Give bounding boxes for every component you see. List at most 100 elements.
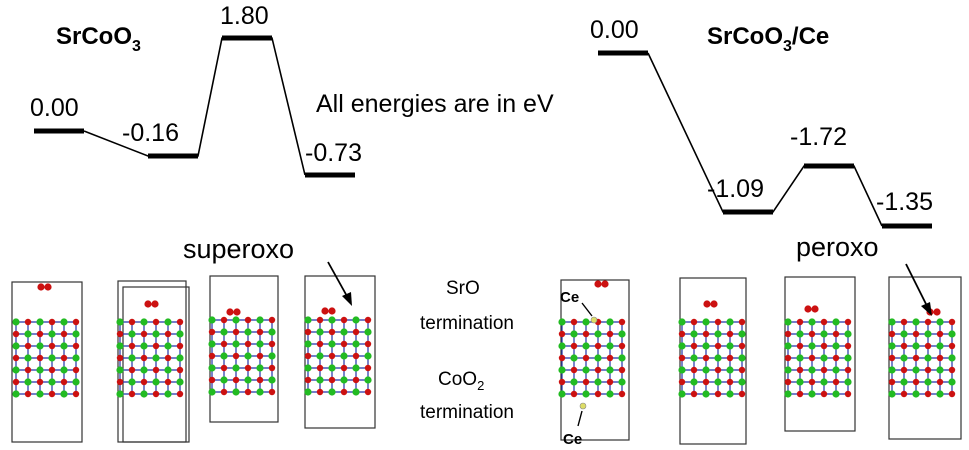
sr-atom [808,342,816,350]
sr-atom [558,366,566,374]
o-atom [60,354,68,362]
sr-atom [244,352,252,360]
sr-atom [690,330,698,338]
o-atom [164,330,172,338]
o-atom [570,366,578,374]
o-atom [152,390,160,398]
sr-atom [48,354,56,362]
sr-atom [726,390,734,398]
o-atom [328,328,336,336]
sr-atom [304,316,312,324]
sr-atom [820,354,828,362]
sr-atom [912,342,920,350]
o-atom [340,340,348,348]
left-level-label: 1.80 [220,2,269,30]
o-atom [176,390,184,398]
o-atom [328,376,336,384]
sr-atom [328,364,336,372]
sr-atom [820,378,828,386]
sr-atom [832,366,840,374]
sr-atom [128,354,136,362]
o-atom [268,340,276,348]
o-atom [244,340,252,348]
o-atom [796,318,804,326]
sr-atom [232,316,240,324]
left-level-label: -0.73 [305,139,362,167]
o-atom [12,330,20,338]
sr-atom [140,318,148,326]
o-atom [796,366,804,374]
ce-bottom-label: Ce [563,431,582,448]
o-atom [618,342,626,350]
o-atom [948,318,956,326]
o-atom [208,376,216,384]
ce-bottom-arrow [577,410,583,427]
o-atom [268,388,276,396]
sr-atom [24,378,32,386]
o-atom [784,378,792,386]
sr-atom [128,330,136,338]
sr-atom [844,354,852,362]
sr-atom [140,390,148,398]
adsorbed-o-atom [151,300,159,308]
adsorbed-o-atom [44,283,52,291]
atomic-structures [12,280,956,410]
o-atom [72,366,80,374]
sr-atom [256,364,264,372]
sr-atom [618,330,626,338]
coo2-termination-line1: CoO2 [438,369,484,393]
o-atom [678,354,686,362]
o-atom [582,378,590,386]
o-atom [116,354,124,362]
o-atom [36,354,44,362]
sr-atom [606,318,614,326]
o-atom [36,330,44,338]
o-atom [256,376,264,384]
o-atom [220,316,228,324]
o-atom [618,390,626,398]
o-atom [116,330,124,338]
units-note: All energies are in eV [316,90,554,118]
left-level-label: 0.00 [30,94,79,122]
o-atom [726,330,734,338]
o-atom [832,330,840,338]
sr-atom [116,318,124,326]
sr-atom [244,328,252,336]
sr-atom [618,354,626,362]
o-atom [912,354,920,362]
o-atom [316,316,324,324]
sr-atom [558,342,566,350]
peroxo-arrowhead [921,302,932,316]
sr-atom [796,330,804,338]
sr-atom [924,354,932,362]
sr-atom [268,328,276,336]
sr-atom [606,366,614,374]
o-atom [820,342,828,350]
sr-atom [12,342,20,350]
sr-atom [268,352,276,360]
sr-atom [220,376,228,384]
o-atom [24,318,32,326]
sr-atom [72,378,80,386]
o-atom [128,318,136,326]
sr-atom [328,388,336,396]
sr-atom [690,378,698,386]
sr-atom [48,378,56,386]
coo2-termination-line2: termination [420,402,514,423]
left-title: SrCoO3 [56,23,141,55]
o-atom [808,330,816,338]
sr-atom [784,342,792,350]
sr-atom [888,390,896,398]
sr-atom [888,318,896,326]
o-atom [690,318,698,326]
o-atom [808,354,816,362]
sr-atom [570,354,578,362]
o-atom [128,390,136,398]
o-atom [948,342,956,350]
sr-atom [936,318,944,326]
right-connector-line [647,52,883,227]
o-atom [232,328,240,336]
o-atom [570,390,578,398]
sr-atom [702,366,710,374]
